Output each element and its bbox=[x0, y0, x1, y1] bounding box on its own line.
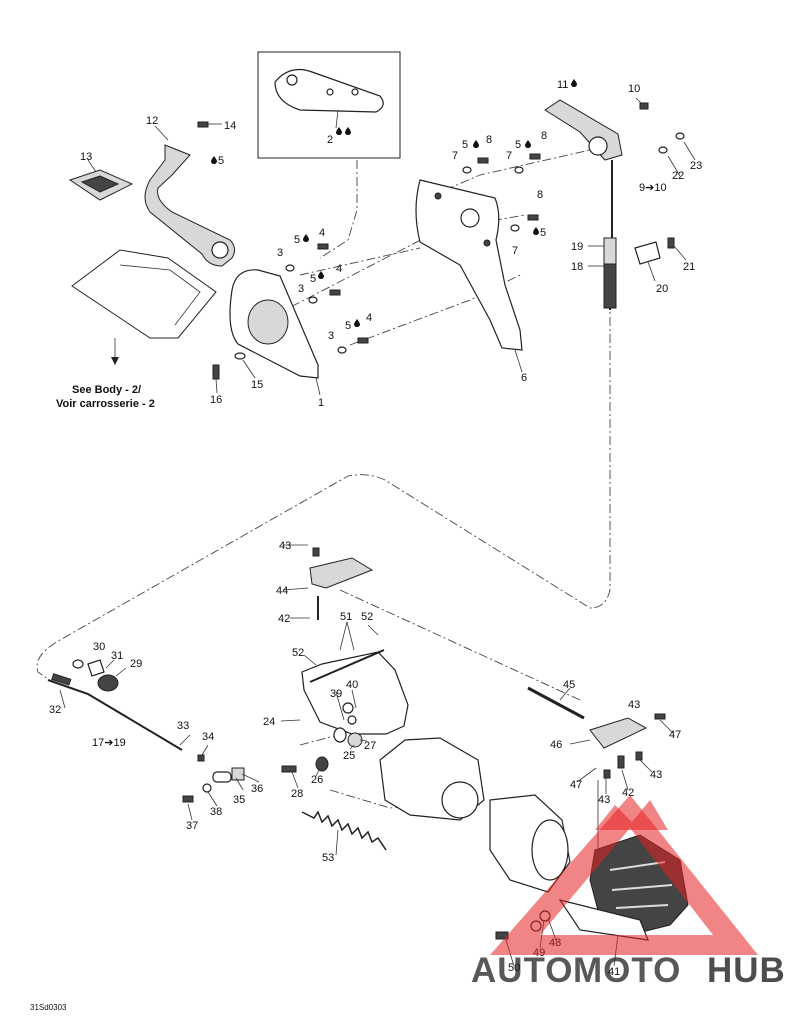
callout-1: 1 bbox=[318, 397, 324, 409]
callout-8: 8 bbox=[541, 130, 547, 142]
callout-38: 38 bbox=[210, 806, 222, 818]
callout-15: 15 bbox=[251, 379, 263, 391]
callout-11: 11 bbox=[557, 79, 568, 91]
callout-4: 4 bbox=[336, 263, 342, 275]
callout-labels: 2 12 13 14 5 3 5 4 3 5 4 3 5 4 16 15 1 7… bbox=[49, 79, 702, 978]
part-29-cap bbox=[97, 674, 119, 692]
callout-12: 12 bbox=[146, 115, 158, 127]
callout-42: 42 bbox=[622, 787, 634, 799]
callout-20: 20 bbox=[656, 283, 668, 295]
callout-21: 21 bbox=[683, 261, 695, 273]
part-24-lever bbox=[301, 651, 409, 735]
callout-47: 47 bbox=[570, 779, 582, 791]
callout-13: 13 bbox=[80, 151, 92, 163]
callout-39: 39 bbox=[330, 688, 342, 700]
callout-5: 5 bbox=[218, 155, 224, 167]
watermark-text-auto: AUTO bbox=[471, 951, 574, 990]
callout-34: 34 bbox=[202, 731, 214, 743]
callout-7: 7 bbox=[512, 245, 518, 257]
callout-52: 52 bbox=[361, 611, 373, 623]
callout-7: 7 bbox=[506, 150, 512, 162]
callout-2: 2 bbox=[327, 134, 333, 146]
callout-32: 32 bbox=[49, 704, 61, 716]
callout-43: 43 bbox=[598, 794, 610, 806]
callout-8: 8 bbox=[537, 189, 543, 201]
part-11-lever bbox=[544, 99, 623, 161]
callout-8: 8 bbox=[486, 134, 492, 146]
callout-40: 40 bbox=[346, 679, 358, 691]
callout-3: 3 bbox=[277, 247, 283, 259]
callout-35: 35 bbox=[233, 794, 245, 806]
callout-52: 52 bbox=[292, 647, 304, 659]
part-46-pulley-bracket bbox=[589, 717, 648, 749]
callout-25: 25 bbox=[343, 750, 355, 762]
callout-14: 14 bbox=[224, 120, 236, 132]
body-floor-mat bbox=[71, 249, 217, 339]
callout-22: 22 bbox=[672, 170, 684, 182]
callout-43: 43 bbox=[650, 769, 662, 781]
callout-45: 45 bbox=[563, 679, 575, 691]
callout-37: 37 bbox=[186, 820, 198, 832]
callout-5: 5 bbox=[515, 139, 521, 151]
callout-44: 44 bbox=[276, 585, 288, 597]
automotohub-watermark: AUTO MOTO HUB bbox=[471, 795, 786, 990]
watermark-text-moto: MOTO bbox=[573, 951, 681, 990]
callout-50: 50 bbox=[508, 962, 520, 974]
callout-17-to-19: 17➔19 bbox=[92, 737, 126, 749]
callout-4: 4 bbox=[366, 312, 372, 324]
callout-4: 4 bbox=[319, 227, 325, 239]
callout-5: 5 bbox=[540, 227, 546, 239]
callout-3: 3 bbox=[328, 330, 334, 342]
callout-5: 5 bbox=[294, 234, 300, 246]
callout-29: 29 bbox=[130, 658, 142, 670]
callout-33: 33 bbox=[177, 720, 189, 732]
reference-note-line-1: See Body - 2/ bbox=[72, 384, 141, 396]
callout-24: 24 bbox=[263, 716, 275, 728]
callout-19: 19 bbox=[571, 241, 583, 253]
callout-28: 28 bbox=[291, 788, 303, 800]
callout-43: 43 bbox=[279, 540, 291, 552]
callout-10: 10 bbox=[628, 83, 640, 95]
callout-6: 6 bbox=[521, 372, 527, 384]
callout-26: 26 bbox=[311, 774, 323, 786]
reference-note-line-2: Voir carrosserie - 2 bbox=[56, 398, 155, 410]
callout-30: 30 bbox=[93, 641, 105, 653]
callout-43: 43 bbox=[628, 699, 640, 711]
watermark-text-hub: HUB bbox=[707, 951, 786, 990]
callout-5: 5 bbox=[345, 320, 351, 332]
part-6-mount-plate bbox=[415, 179, 523, 351]
part-12-brake-pedal bbox=[144, 144, 236, 267]
callout-27: 27 bbox=[364, 740, 376, 752]
callout-46: 46 bbox=[550, 739, 562, 751]
callout-47: 47 bbox=[669, 729, 681, 741]
part-53-spring bbox=[301, 810, 387, 851]
callout-23: 23 bbox=[690, 160, 702, 172]
part-45-cable bbox=[527, 686, 585, 720]
callout-51: 51 bbox=[340, 611, 352, 623]
callout-42: 42 bbox=[278, 613, 290, 625]
callout-36: 36 bbox=[251, 783, 263, 795]
callout-53: 53 bbox=[322, 852, 334, 864]
callout-41: 41 bbox=[608, 966, 620, 978]
part-44-bracket bbox=[309, 557, 374, 589]
part-20-plate bbox=[634, 241, 661, 265]
callout-3: 3 bbox=[298, 283, 304, 295]
callout-31: 31 bbox=[111, 650, 123, 662]
callout-5: 5 bbox=[462, 139, 468, 151]
drawing-code: 31Sd0303 bbox=[30, 1003, 67, 1012]
callout-9-to-10: 9➔10 bbox=[639, 182, 667, 194]
callout-7: 7 bbox=[452, 150, 458, 162]
callout-16: 16 bbox=[210, 394, 222, 406]
callout-5: 5 bbox=[310, 273, 316, 285]
callout-18: 18 bbox=[571, 261, 583, 273]
parts-drawing bbox=[47, 51, 689, 941]
part-32-33-cable bbox=[47, 679, 183, 751]
